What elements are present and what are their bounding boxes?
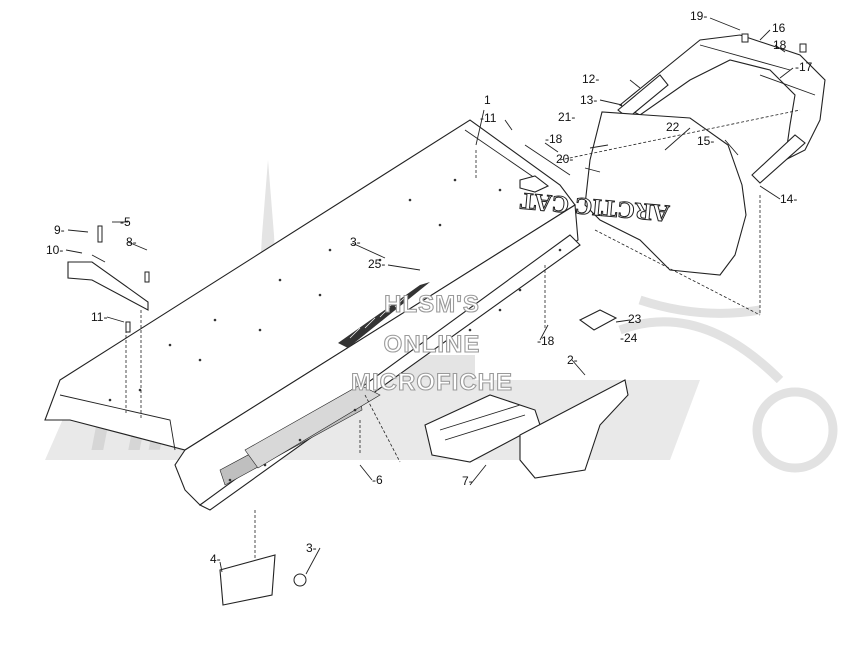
- tunnel-body: [44, 119, 581, 511]
- callout-19: 19-: [690, 9, 707, 23]
- callout-9: 9-: [54, 223, 65, 237]
- callout-18-upper: 18: [773, 38, 787, 52]
- callout-18: -18: [545, 132, 563, 146]
- callout-1: 1: [484, 93, 491, 107]
- callout-11-left: 11-: [91, 310, 107, 324]
- watermark-motorcycle: [618, 295, 838, 473]
- mount-plate: [219, 554, 307, 606]
- watermark-line-2: ONLINE: [384, 331, 481, 358]
- callout-6: -6: [372, 473, 383, 487]
- callout-21: 21-: [558, 110, 575, 124]
- leader-lines: [65, 17, 794, 575]
- callout-23: 23: [628, 312, 642, 326]
- assembly-guide-lines: [125, 109, 801, 560]
- left-bracket: [67, 225, 150, 333]
- callout-17: -17: [795, 60, 813, 74]
- tunnel-rivets: [108, 178, 562, 482]
- reflector-decal-hatch: [349, 296, 406, 339]
- callout-3-lower: 3-: [306, 541, 317, 555]
- reflector-decal: [338, 282, 430, 348]
- callout-3: 3-: [350, 235, 361, 249]
- callout-13: 13-: [580, 93, 597, 107]
- callout-22: 22: [666, 120, 680, 134]
- callout-20: 20-: [556, 152, 573, 166]
- callout-14: 14-: [780, 192, 797, 206]
- rear-bumper: [617, 33, 826, 184]
- side-bracket: [519, 379, 629, 479]
- callout-4: 4-: [210, 552, 221, 566]
- callout-18-lower: -18: [537, 334, 555, 348]
- callout-8: 8-: [126, 235, 137, 249]
- callout-24: -24: [620, 331, 638, 345]
- watermark-line-1: HLSM'S: [384, 291, 480, 318]
- callout-2: 2-: [567, 353, 578, 367]
- callout-25: 25-: [368, 257, 385, 271]
- callout-15: 15-: [697, 134, 714, 148]
- small-plate-23: [578, 309, 618, 331]
- callout-7: 7-: [462, 474, 473, 488]
- callout-11: -11: [480, 111, 497, 125]
- callout-16: 16: [772, 21, 786, 35]
- callout-10: 10-: [46, 243, 63, 257]
- callout-5: -5: [120, 215, 131, 229]
- callout-12: 12-: [582, 72, 599, 86]
- watermark-line-3: MICROFICHE: [351, 369, 513, 396]
- callouts: 1 -11 -18 20- 21- 13- 12- 22 15- 19- 16 …: [46, 9, 813, 566]
